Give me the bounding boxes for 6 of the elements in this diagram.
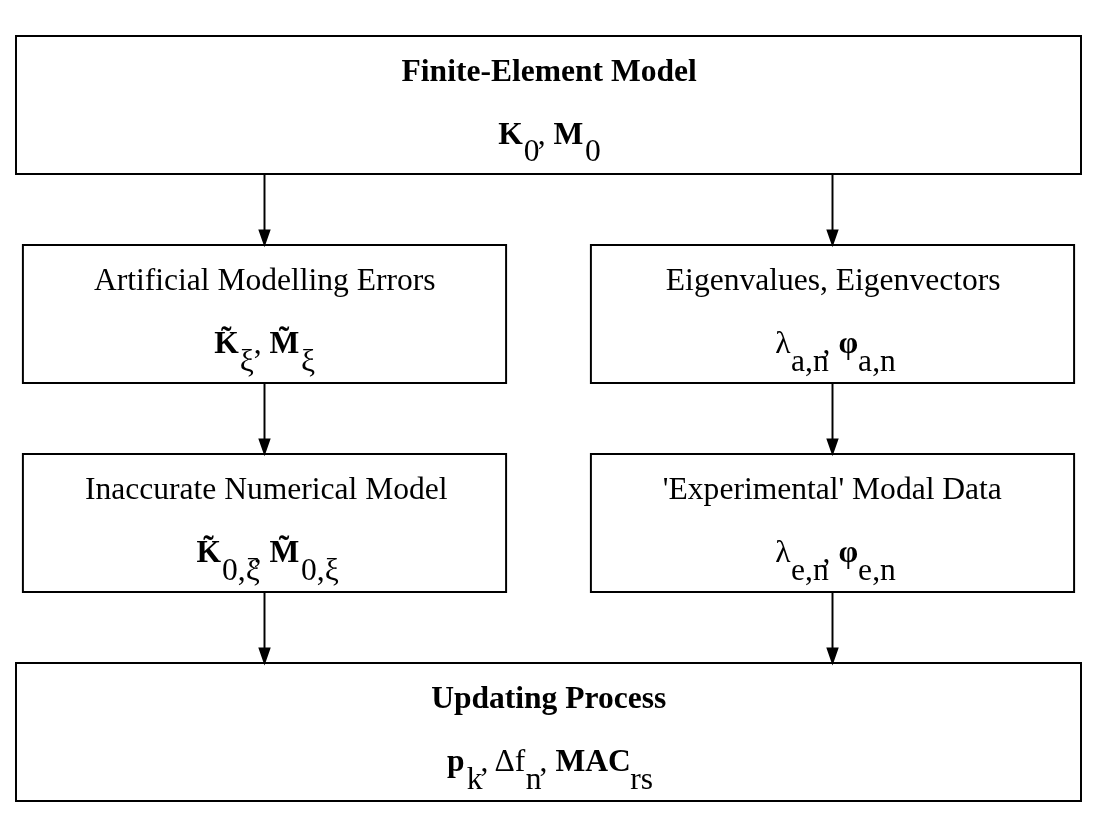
arrow	[826, 381, 839, 456]
arrow	[826, 172, 839, 247]
arrow	[258, 172, 271, 247]
arrow	[826, 590, 839, 665]
arrow	[258, 590, 271, 665]
arrow	[258, 381, 271, 456]
